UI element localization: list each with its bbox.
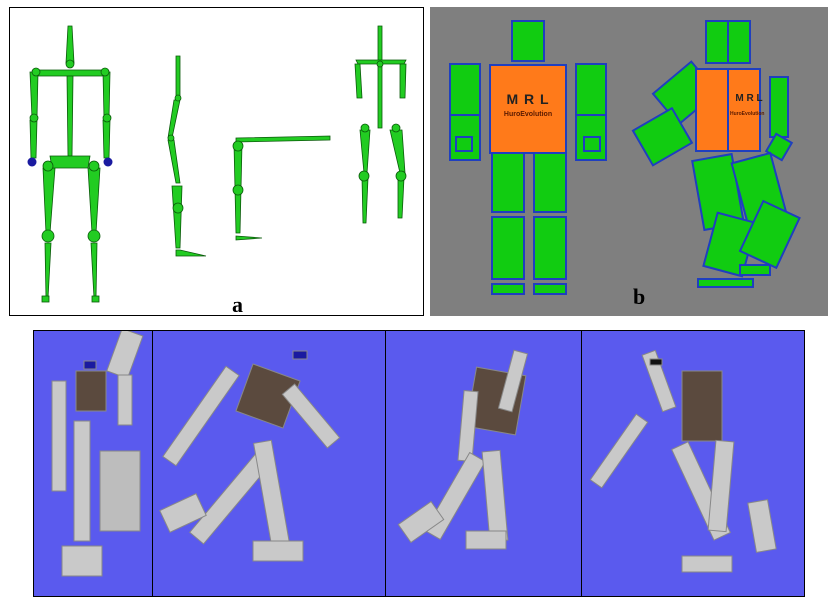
robot-front-torso xyxy=(489,64,567,154)
panel-a-skeleton-models: a xyxy=(9,7,424,317)
skeleton-shoulder-bone xyxy=(35,69,107,77)
robot-front-head xyxy=(511,20,545,62)
skeleton-head-bone xyxy=(65,25,75,64)
panel-b-label: b xyxy=(633,284,646,309)
rendered-robot-walk-1 xyxy=(159,350,341,562)
blue-hand-joint-left xyxy=(27,157,37,167)
render-frame-2 xyxy=(153,331,386,596)
rendered-robot-walk-2 xyxy=(397,349,529,550)
panel-a-label: a xyxy=(232,292,243,317)
skeleton-spine-bone xyxy=(66,75,74,157)
blue-hand-joint-right xyxy=(103,157,113,167)
robot-front-brand: M R L xyxy=(506,91,550,107)
skeleton-left-leg xyxy=(42,167,56,234)
panel-c-rendered-robots xyxy=(33,330,805,597)
render-frame-1 xyxy=(34,331,153,596)
render-frame-3 xyxy=(386,331,582,596)
panel-b-block-robots: M R L HuroEvolution M R L HuroEvolution xyxy=(430,7,828,316)
rendered-robot-front xyxy=(51,331,144,577)
block-robot-figures xyxy=(449,20,801,295)
robot-side-subtitle: HuroEvolution xyxy=(730,111,765,117)
robot-side-brand: M R L xyxy=(735,93,763,104)
robot-front-subtitle: HuroEvolution xyxy=(503,111,553,118)
skeleton-right-leg xyxy=(87,167,101,234)
render-frame-4 xyxy=(582,331,806,596)
rendered-robot-walk-3 xyxy=(589,349,777,573)
skeleton-figures xyxy=(27,25,407,303)
